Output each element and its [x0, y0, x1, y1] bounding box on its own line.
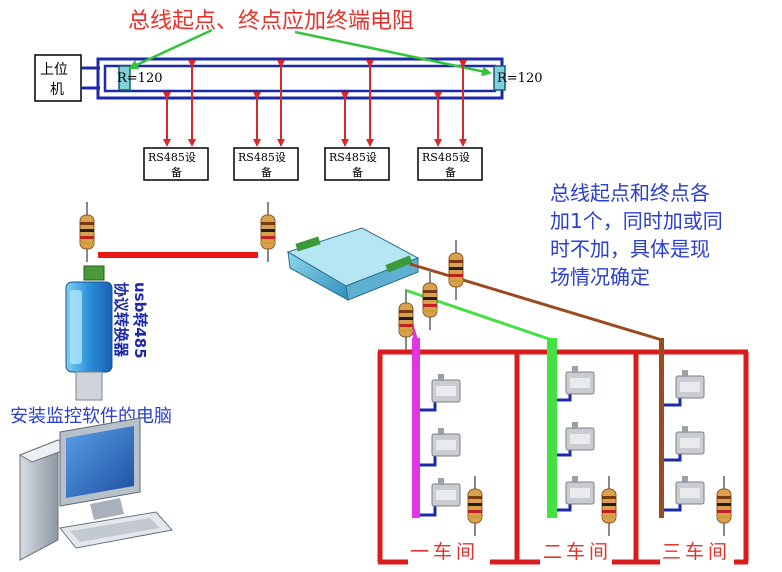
- resistor-workshop2-end-icon: [601, 475, 617, 537]
- device-1-label-line2: 备: [171, 165, 182, 179]
- note-line-3: 时不加，具体是现: [550, 237, 710, 261]
- pc-label: 安装监控软件的电脑: [10, 406, 172, 427]
- termination-resistor-left: [118, 65, 131, 91]
- device-1-label-line1: RS485设: [148, 151, 196, 164]
- device-4-label-line2: 备: [445, 165, 456, 179]
- note-line-2: 加1个，同时加或同: [550, 209, 723, 233]
- resistor-brown-start-icon: [448, 239, 464, 301]
- sensor-1-1-icon: [431, 373, 461, 403]
- device-2-label-line1: RS485设: [238, 151, 286, 164]
- bus-drop-arrows: [163, 60, 467, 147]
- device-3-label-line2: 备: [352, 165, 363, 179]
- resistor-usb-end-icon: [79, 201, 95, 263]
- host-label-line1: 上位: [40, 62, 68, 78]
- red-usb-cable: [98, 252, 258, 258]
- resistor-hub-end-icon: [260, 201, 276, 263]
- resistor-workshop1-end-icon: [467, 475, 483, 537]
- workshop-walls: [377, 349, 749, 565]
- monitoring-pc-icon: [18, 417, 173, 561]
- resistor-right-label: R=120: [497, 71, 543, 86]
- device-2-label-line2: 备: [261, 165, 272, 179]
- rs485-hub: [286, 227, 420, 301]
- workshop-2-label: 二车间: [543, 541, 612, 563]
- workshop-1-label: 一车间: [410, 541, 479, 563]
- sensor-2-2-icon: [565, 421, 595, 451]
- resistor-workshop3-end-icon: [716, 475, 732, 537]
- usb-485-converter: [65, 265, 113, 401]
- sensor-3-2-icon: [675, 425, 705, 455]
- rs485-device-3: RS485设 备: [324, 147, 390, 181]
- resistor-magenta-start-icon: [398, 289, 414, 351]
- termination-note: 总线起点和终点各 加1个，同时加或同 时不加，具体是现 场情况确定: [550, 181, 723, 289]
- sensor-2-3-icon: [565, 475, 595, 505]
- converter-label-line1: usb转485: [131, 282, 149, 359]
- converter-label-line2: 协议转换器: [112, 282, 130, 358]
- bus-inner-line: [103, 64, 497, 93]
- brown-vertical-bus: [659, 338, 664, 518]
- sensor-1-2-icon: [431, 427, 461, 457]
- sensor-3-3-icon: [675, 475, 705, 505]
- rs485-device-4: RS485设 备: [417, 147, 483, 181]
- device-4-label-line1: RS485设: [422, 151, 470, 164]
- diagram-title: 总线起点、终点应加终端电阻: [128, 9, 414, 34]
- host-computer-box: [34, 54, 82, 102]
- device-3-label-line1: RS485设: [329, 151, 377, 164]
- termination-resistor-right: [493, 65, 506, 91]
- pointer-arrow-right: [294, 30, 492, 77]
- sensor-2-1-icon: [565, 365, 595, 395]
- host-label-line2: 机: [50, 82, 64, 98]
- resistor-left-label: R=120: [117, 71, 163, 86]
- workshop-3-label: 三车间: [662, 541, 731, 563]
- note-line-1: 总线起点和终点各: [550, 181, 710, 205]
- pointer-arrow-left: [128, 28, 213, 70]
- sensor-1-3-icon: [431, 477, 461, 507]
- rs485-device-2: RS485设 备: [233, 147, 299, 181]
- magenta-vertical-bus: [412, 338, 420, 518]
- rs485-device-1: RS485设 备: [143, 147, 209, 181]
- note-line-4: 场情况确定: [550, 265, 650, 289]
- resistor-green-start-icon: [422, 269, 438, 331]
- green-vertical-bus: [547, 338, 557, 518]
- sensor-3-1-icon: [675, 369, 705, 399]
